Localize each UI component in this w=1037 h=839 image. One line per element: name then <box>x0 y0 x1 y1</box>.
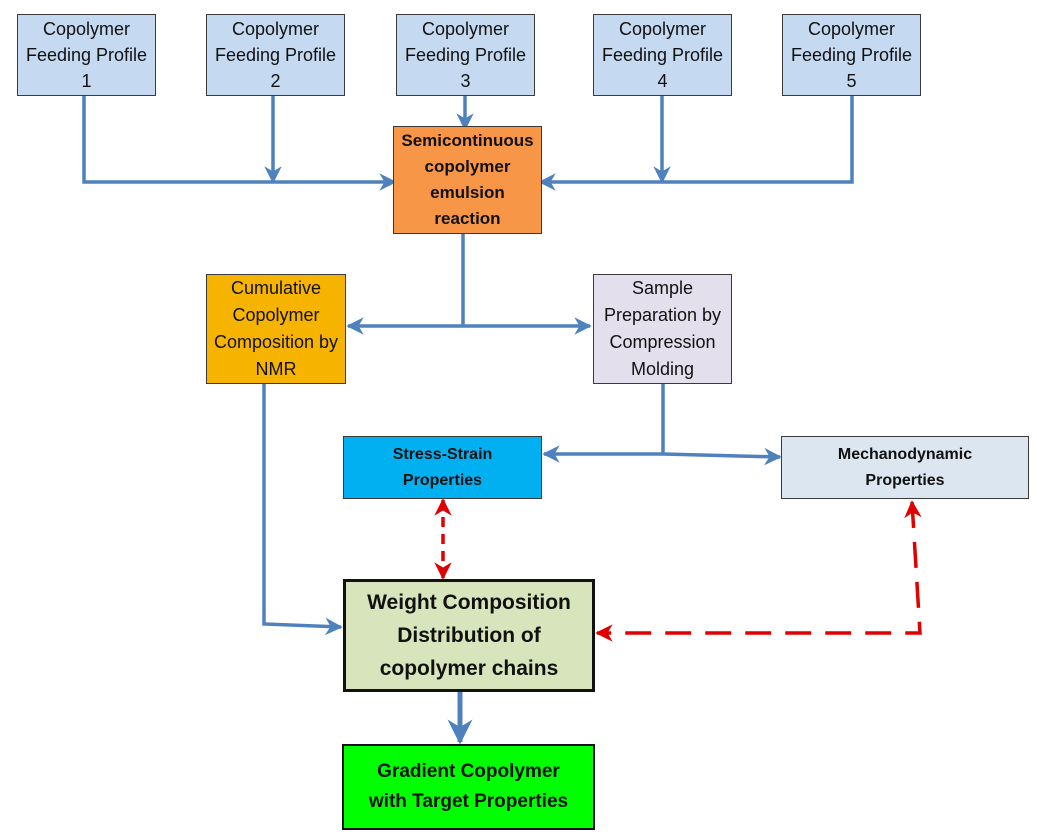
nmr-composition-box: Cumulative Copolymer Composition by NMR <box>206 274 346 384</box>
feeding-profile-2: Copolymer Feeding Profile 2 <box>206 14 345 96</box>
arrow-nmr-to-weight <box>262 383 343 636</box>
arrow-to-mechanodynamic <box>662 447 782 466</box>
feeding-profile-3: Copolymer Feeding Profile 3 <box>396 14 535 96</box>
dashed-arrow-mechano-weight <box>595 500 922 642</box>
sample-preparation-box: Sample Preparation by Compression Moldin… <box>593 274 732 384</box>
feeding-profile-5: Copolymer Feeding Profile 5 <box>782 14 921 96</box>
arrow-feed5-to-reaction <box>538 96 854 191</box>
weight-composition-box: Weight Composition Distribution of copol… <box>343 579 595 692</box>
stress-strain-box: Stress-Strain Properties <box>343 436 542 499</box>
arrow-feed1-to-reaction <box>82 96 397 191</box>
feeding-profile-4: Copolymer Feeding Profile 4 <box>593 14 732 96</box>
reaction-box: Semicontinuous copolymer emulsion reacti… <box>393 126 542 234</box>
feeding-profile-1: Copolymer Feeding Profile 1 <box>17 14 156 96</box>
mechanodynamic-box: Mechanodynamic Properties <box>781 436 1029 499</box>
gradient-copolymer-box: Gradient Copolymer with Target Propertie… <box>342 744 595 830</box>
